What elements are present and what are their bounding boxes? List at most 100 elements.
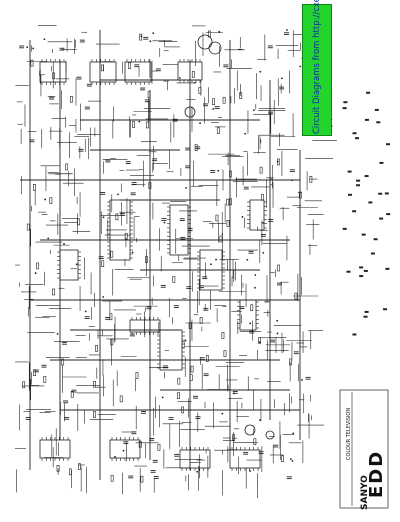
- junction-dot: [131, 251, 134, 254]
- resistor: [172, 276, 176, 283]
- resistor: [177, 392, 180, 399]
- resistor: [269, 178, 273, 186]
- resistor: [226, 220, 230, 227]
- parts-legend-mark: [361, 233, 366, 236]
- parts-legend-mark: [359, 266, 364, 269]
- junction-dot: [246, 258, 249, 261]
- resistor: [49, 197, 53, 204]
- resistor: [109, 313, 113, 321]
- junction-dot: [286, 29, 288, 31]
- junction-dot: [210, 263, 212, 266]
- resistor: [36, 262, 40, 270]
- junction-dot: [26, 46, 29, 49]
- ic-package: [159, 329, 183, 371]
- junction-dot: [258, 341, 261, 344]
- junction-dot: [221, 412, 224, 415]
- resistor: [95, 345, 99, 352]
- parts-legend-mark: [370, 252, 375, 255]
- junction-dot: [193, 81, 196, 84]
- title-block-frame: [339, 389, 389, 509]
- parts-legend-mark: [356, 179, 361, 182]
- parts-legend-mark: [382, 308, 387, 311]
- resistor: [65, 163, 69, 171]
- resistor: [101, 64, 104, 72]
- ic-package: [169, 204, 189, 256]
- parts-legend-mark: [379, 217, 384, 220]
- junction-dot: [249, 322, 252, 325]
- resistor: [277, 264, 280, 272]
- resistor: [190, 365, 194, 373]
- junction-dot: [43, 38, 46, 41]
- resistor: [289, 358, 292, 366]
- resistor: [216, 127, 220, 135]
- resistor: [205, 355, 209, 362]
- resistor: [78, 463, 81, 470]
- resistor: [232, 434, 236, 441]
- resistor: [52, 72, 55, 80]
- resistor: [115, 213, 119, 221]
- resistor: [181, 341, 185, 348]
- junction-dot: [179, 77, 181, 79]
- parts-legend-mark: [342, 227, 347, 230]
- junction-dot: [218, 30, 221, 33]
- parts-legend-mark: [363, 269, 368, 272]
- parts-legend-mark: [347, 170, 352, 173]
- resistor: [194, 144, 198, 151]
- resistor: [43, 376, 47, 383]
- resistor: [69, 95, 73, 103]
- resistor: [128, 62, 131, 70]
- ic-package: [59, 249, 79, 281]
- junction-dot: [114, 456, 116, 458]
- junction-dot: [63, 243, 65, 245]
- source-banner[interactable]: Circuit Diagrams from http://cxema.ru: [302, 0, 332, 136]
- junction-dot: [291, 460, 294, 462]
- junction-dot: [217, 169, 220, 172]
- parts-legend-mark: [386, 143, 391, 146]
- junction-dot: [215, 258, 217, 261]
- parts-legend-mark: [374, 108, 379, 111]
- parts-legend-mark: [352, 210, 357, 213]
- junction-dot: [259, 419, 261, 422]
- ic-package: [199, 249, 223, 291]
- resistor: [110, 250, 114, 258]
- title-block-label: COLOUR TELEVISION: [346, 407, 352, 460]
- resistor: [110, 474, 114, 482]
- resistor: [119, 395, 123, 403]
- transformer-coil: [208, 41, 222, 55]
- parts-legend-mark: [364, 310, 369, 313]
- parts-legend-mark: [366, 91, 371, 94]
- ic-package: [239, 299, 257, 331]
- resistor: [69, 468, 72, 476]
- resistor: [30, 59, 34, 67]
- junction-dot: [253, 109, 255, 112]
- junction-dot: [262, 222, 264, 224]
- junction-dot: [254, 286, 256, 289]
- junction-dot: [249, 470, 251, 472]
- junction-dot: [185, 186, 187, 189]
- junction-dot: [102, 216, 105, 219]
- junction-dot: [163, 221, 166, 224]
- ic-package: [177, 61, 203, 81]
- parts-legend-mark: [373, 238, 378, 241]
- resistor: [221, 332, 225, 339]
- junction-dot: [122, 449, 125, 452]
- junction-dot: [241, 216, 244, 218]
- junction-dot: [254, 274, 257, 276]
- junction-dot: [161, 396, 164, 399]
- junction-dot: [140, 35, 143, 38]
- parts-legend-mark: [355, 137, 360, 140]
- resistor: [22, 381, 26, 389]
- ic-package: [39, 439, 71, 459]
- junction-dot: [289, 458, 292, 461]
- junction-dot: [47, 237, 50, 240]
- resistor: [298, 191, 302, 199]
- resistor: [181, 406, 185, 414]
- resistor: [26, 223, 30, 231]
- junction-dot: [84, 310, 87, 313]
- parts-legend-mark: [376, 121, 381, 124]
- resistor: [101, 260, 105, 267]
- parts-legend-mark: [352, 132, 357, 135]
- junction-dot: [184, 339, 187, 342]
- ic-package: [89, 61, 117, 83]
- resistor: [52, 288, 55, 296]
